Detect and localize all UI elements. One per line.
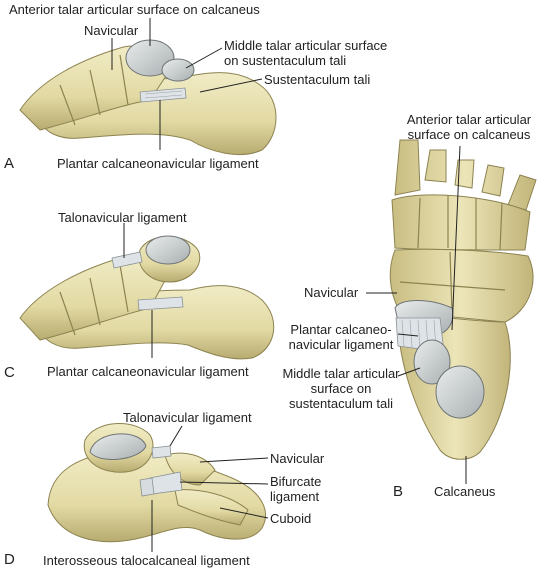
panel-a-letter: A — [4, 155, 15, 172]
panel-c-illustration — [19, 223, 275, 360]
panel-a-leaders — [111, 18, 263, 150]
label-a-sustentaculum: Sustentaculum tali — [264, 72, 371, 87]
panel-d-calcaneus — [47, 451, 266, 543]
label-a-middle-talar-2: on sustentaculum tali — [224, 53, 347, 68]
label-b-middle-3: sustentaculum tali — [288, 396, 394, 411]
label-b-plantar-1: Plantar calcaneo- — [290, 322, 392, 337]
label-b-middle-2: surface on — [310, 381, 372, 396]
panel-d-interosseous-ligament — [139, 477, 155, 497]
panel-c-letter: C — [4, 364, 15, 381]
label-a-anterior-talar: Anterior talar articular surface on calc… — [9, 2, 260, 17]
label-b-calcaneus: Calcaneus — [434, 484, 496, 499]
panel-a-middle-talar-facet — [161, 58, 195, 82]
label-c-talonavicular: Talonavicular ligament — [58, 210, 187, 225]
panel-b-posterior-facet — [435, 365, 485, 419]
panel-c-talonavicular-ligament — [111, 251, 143, 269]
panel-d-talonavicular-ligament — [151, 445, 172, 459]
label-d-navicular: Navicular — [270, 451, 325, 466]
panel-b-forefoot-rays — [394, 139, 537, 211]
label-a-navicular: Navicular — [84, 23, 139, 38]
label-d-bifurcate-1: Bifurcate — [270, 474, 322, 489]
panel-a-illustration — [19, 18, 277, 156]
panel-b-leaders — [366, 145, 467, 484]
label-a-middle-talar-1: Middle talar articular surface — [224, 38, 388, 53]
panel-d-navicular — [164, 452, 216, 486]
label-d-bifurcate-2: ligament — [270, 489, 320, 504]
label-d-cuboid: Cuboid — [270, 511, 312, 526]
panel-d-letter: D — [4, 551, 15, 568]
panel-c-plantar-ligament — [137, 296, 184, 311]
label-b-anterior-talar-1: Anterior talar articular — [406, 112, 532, 127]
label-b-anterior-talar-2: surface on calcaneus — [407, 127, 531, 142]
label-c-plantar-lig: Plantar calcaneonavicular ligament — [47, 364, 249, 379]
label-a-plantar-lig: Plantar calcaneonavicular ligament — [57, 156, 259, 171]
panel-b-illustration — [366, 139, 537, 484]
panel-b-letter: B — [393, 483, 404, 500]
label-d-talonavicular: Talonavicular ligament — [123, 410, 252, 425]
panel-b-middle-talar-facet — [413, 339, 451, 385]
panel-d-leaders — [151, 425, 269, 552]
label-b-navicular: Navicular — [304, 285, 359, 300]
label-b-middle-1: Middle talar articular — [282, 366, 400, 381]
panel-c-leaders — [123, 223, 153, 358]
panel-d-illustration — [47, 423, 269, 552]
label-d-interosseous: Interosseous talocalcaneal ligament — [43, 553, 250, 568]
label-b-plantar-2: navicular ligament — [288, 337, 394, 352]
panel-d-cuboid — [174, 489, 249, 526]
